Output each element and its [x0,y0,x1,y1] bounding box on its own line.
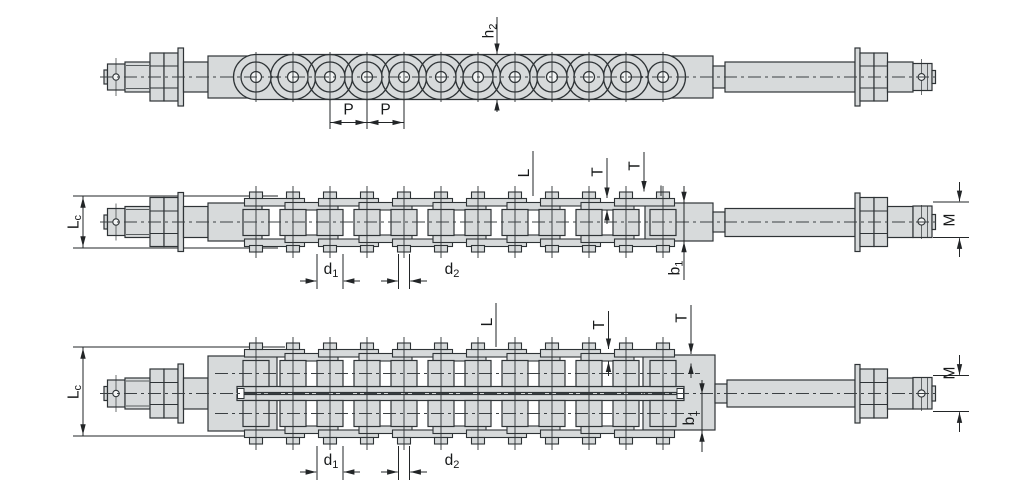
chain-run-plan-duplex [242,337,677,450]
dim-label-T: T [591,320,608,330]
dimension-T-plate: T [591,311,612,376]
dim-label-d2: d2 [445,261,460,280]
dim-label-T: T [590,167,607,177]
plate-bar [613,197,676,207]
dim-label-h2: h2 [481,24,500,39]
plate-bar [613,238,676,248]
dimension-L: L [479,303,497,347]
dim-label-Lc: Lc [66,384,85,399]
view-side-elevation: h2 P P [100,17,938,129]
dimension-T-endplate: T [674,305,694,378]
dim-label-p2: P [380,102,390,119]
dimension-d1: d1 [300,446,360,480]
dim-label-b1: b1 [681,411,700,426]
dimension-d1: d1 [300,254,360,289]
dimension-Lc: Lc [66,196,86,248]
plate-bar [613,348,676,358]
chain-run-plan [242,186,677,258]
dimension-M: M [933,355,969,432]
dim-label-M: M [942,214,959,227]
dimension-T-plate: T [590,158,610,224]
dim-label-T: T [627,161,644,171]
dimension-pitch: P P [329,99,405,129]
dimension-Lc: Lc [66,347,86,436]
dimension-d2: d2 [381,254,459,289]
dimension-T-endplate: T [627,152,662,196]
dim-label-d2: d2 [445,452,460,471]
rod-shank [724,207,856,238]
dim-label-p1: P [343,102,353,119]
cotter-pin-hole [917,217,926,226]
middle-plate-bar [236,393,685,402]
dimension-b1: b1 [681,380,705,452]
dimension-b1: b1 [667,186,687,280]
dim-label-T: T [674,313,691,323]
dim-label-Lc: Lc [66,214,85,229]
dim-label-L: L [516,168,533,177]
dim-label-M: M [942,367,959,380]
dimension-d2: d2 [381,446,459,480]
dim-label-L: L [479,317,496,326]
center-plates [236,385,685,402]
dimension-M: M [933,182,969,257]
dimension-h2: h2 [481,17,500,112]
view-plan-duplex-strand: Lc L T T b1 M [66,303,969,480]
plate-bar [613,429,676,439]
chain-run-side [232,52,687,102]
middle-plate-bar [236,385,685,394]
view-plan-single-strand: Lc L T T b1 M [66,151,969,289]
dim-label-b1: b1 [667,261,686,276]
dimension-L: L [516,151,534,196]
dim-label-d1: d1 [324,261,339,280]
dim-label-d1: d1 [324,452,339,471]
